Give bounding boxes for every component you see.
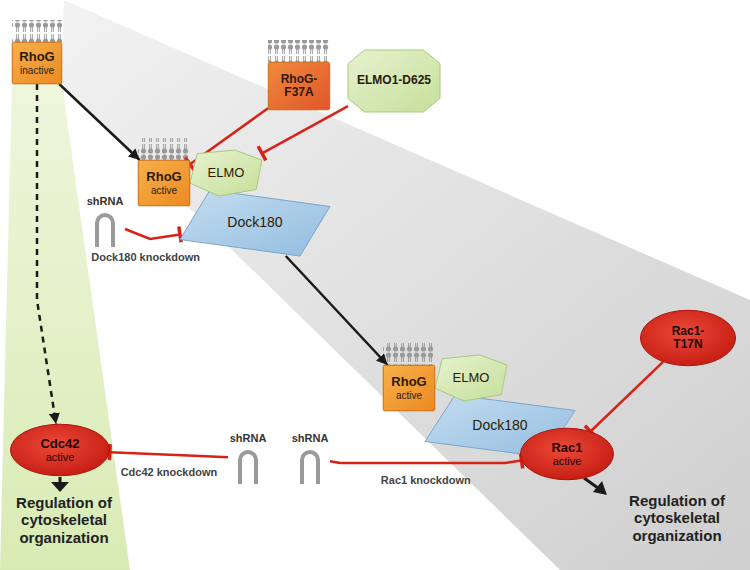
mutant-gtpase-box: RhoG- F37A	[268, 62, 330, 110]
connector-label: Rac1 knockdown	[381, 474, 471, 486]
node-name: shRNA	[230, 432, 267, 444]
node-name: Dock180	[472, 418, 527, 433]
output-arrowhead	[593, 481, 607, 495]
node-state: active	[151, 185, 177, 196]
node-name: Cdc42	[40, 437, 79, 451]
membrane-icon	[383, 343, 435, 365]
shape-outline	[180, 190, 330, 256]
inhibition-connector	[262, 106, 348, 153]
node-name: RhoG	[19, 50, 54, 64]
node-name: ELMO	[208, 166, 245, 180]
inhibition-connector	[125, 229, 180, 239]
shrna-hairpin: shRNA	[228, 432, 268, 484]
gtpase-ellipse: Cdc42active	[10, 424, 110, 476]
output-arrow	[584, 478, 598, 488]
box-outline	[383, 365, 434, 411]
node-name: ELMO1-D625	[357, 74, 431, 87]
outcome-label: Regulation of cytoskeletal organization	[608, 492, 746, 544]
gef-parallelogram: Dock180	[180, 190, 330, 256]
connector-label: Cdc42 knockdown	[121, 466, 218, 478]
node-name: RhoG	[391, 375, 426, 389]
node-name: ELMO	[453, 371, 490, 385]
box-outline	[12, 42, 62, 84]
membrane-icon	[12, 20, 62, 42]
node-name: RhoG- F37A	[275, 73, 323, 99]
membrane-icon	[138, 138, 190, 160]
node-state: active	[396, 390, 422, 401]
activation-arrow	[286, 256, 388, 365]
shape-outline	[435, 355, 507, 401]
shrna-hairpin: shRNA	[290, 432, 330, 484]
inhibition-connector	[110, 452, 228, 457]
shape-outline	[348, 50, 440, 112]
node-name: RhoG	[146, 170, 181, 184]
ellipse-outline	[640, 310, 735, 365]
outcome-label: Regulation of cytoskeletal organization	[0, 494, 128, 546]
cdc42-pathway-band	[0, 84, 130, 570]
output-arrowhead	[51, 482, 69, 492]
gtpase-box: RhoGactive	[138, 160, 190, 206]
rac1-pathway-band	[62, 0, 750, 570]
gtpase-box: RhoGactive	[383, 365, 435, 411]
box-outline	[138, 160, 189, 206]
adaptor-hexagon: ELMO	[435, 355, 507, 401]
ellipse-outline	[11, 424, 110, 475]
node-name: Dock180	[227, 215, 282, 230]
hairpin-symbol	[240, 452, 256, 484]
membrane-icon	[268, 40, 330, 62]
hairpin-symbol	[97, 215, 113, 247]
box-outline	[268, 62, 329, 110]
shrna-hairpin: shRNA	[85, 195, 125, 247]
node-name: Rac1	[551, 441, 582, 455]
node-state: active	[553, 455, 582, 467]
node-state: inactive	[20, 65, 54, 76]
node-name: shRNA	[87, 195, 124, 207]
shape-outline	[190, 150, 262, 196]
gtpase-box: RhoGinactive	[12, 42, 62, 84]
mutant-gtpase-ellipse: Rac1- T17N	[640, 310, 736, 366]
node-state: active	[46, 451, 75, 463]
node-name: shRNA	[292, 432, 329, 444]
gtpase-ellipse: Rac1active	[520, 428, 614, 480]
inhibition-connector	[590, 362, 663, 432]
node-name: Rac1- T17N	[662, 325, 714, 351]
hairpin-symbol	[302, 452, 318, 484]
mutant-protein-octagon: ELMO1-D625	[348, 50, 440, 112]
activation-arrow	[37, 84, 56, 424]
activation-arrow	[59, 84, 139, 160]
ellipse-outline	[520, 428, 613, 479]
connector-label: Dock180 knockdown	[91, 251, 200, 263]
adaptor-hexagon: ELMO	[190, 150, 262, 196]
inhibition-connector	[330, 461, 522, 463]
